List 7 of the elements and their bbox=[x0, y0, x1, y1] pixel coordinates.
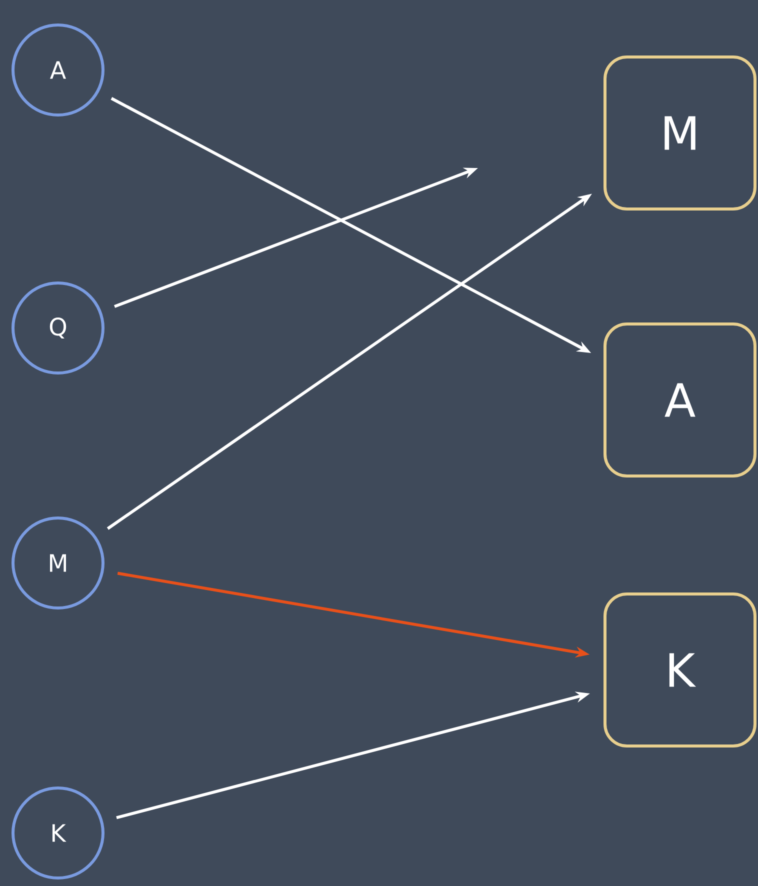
rounded-box: A bbox=[604, 322, 756, 478]
circle-node: M bbox=[12, 516, 104, 610]
circle-node: Q bbox=[12, 282, 104, 374]
circle-node: K bbox=[12, 786, 104, 880]
rounded-box: K bbox=[604, 592, 756, 748]
rounded-box: M bbox=[604, 56, 756, 210]
circle-node: A bbox=[12, 24, 104, 116]
